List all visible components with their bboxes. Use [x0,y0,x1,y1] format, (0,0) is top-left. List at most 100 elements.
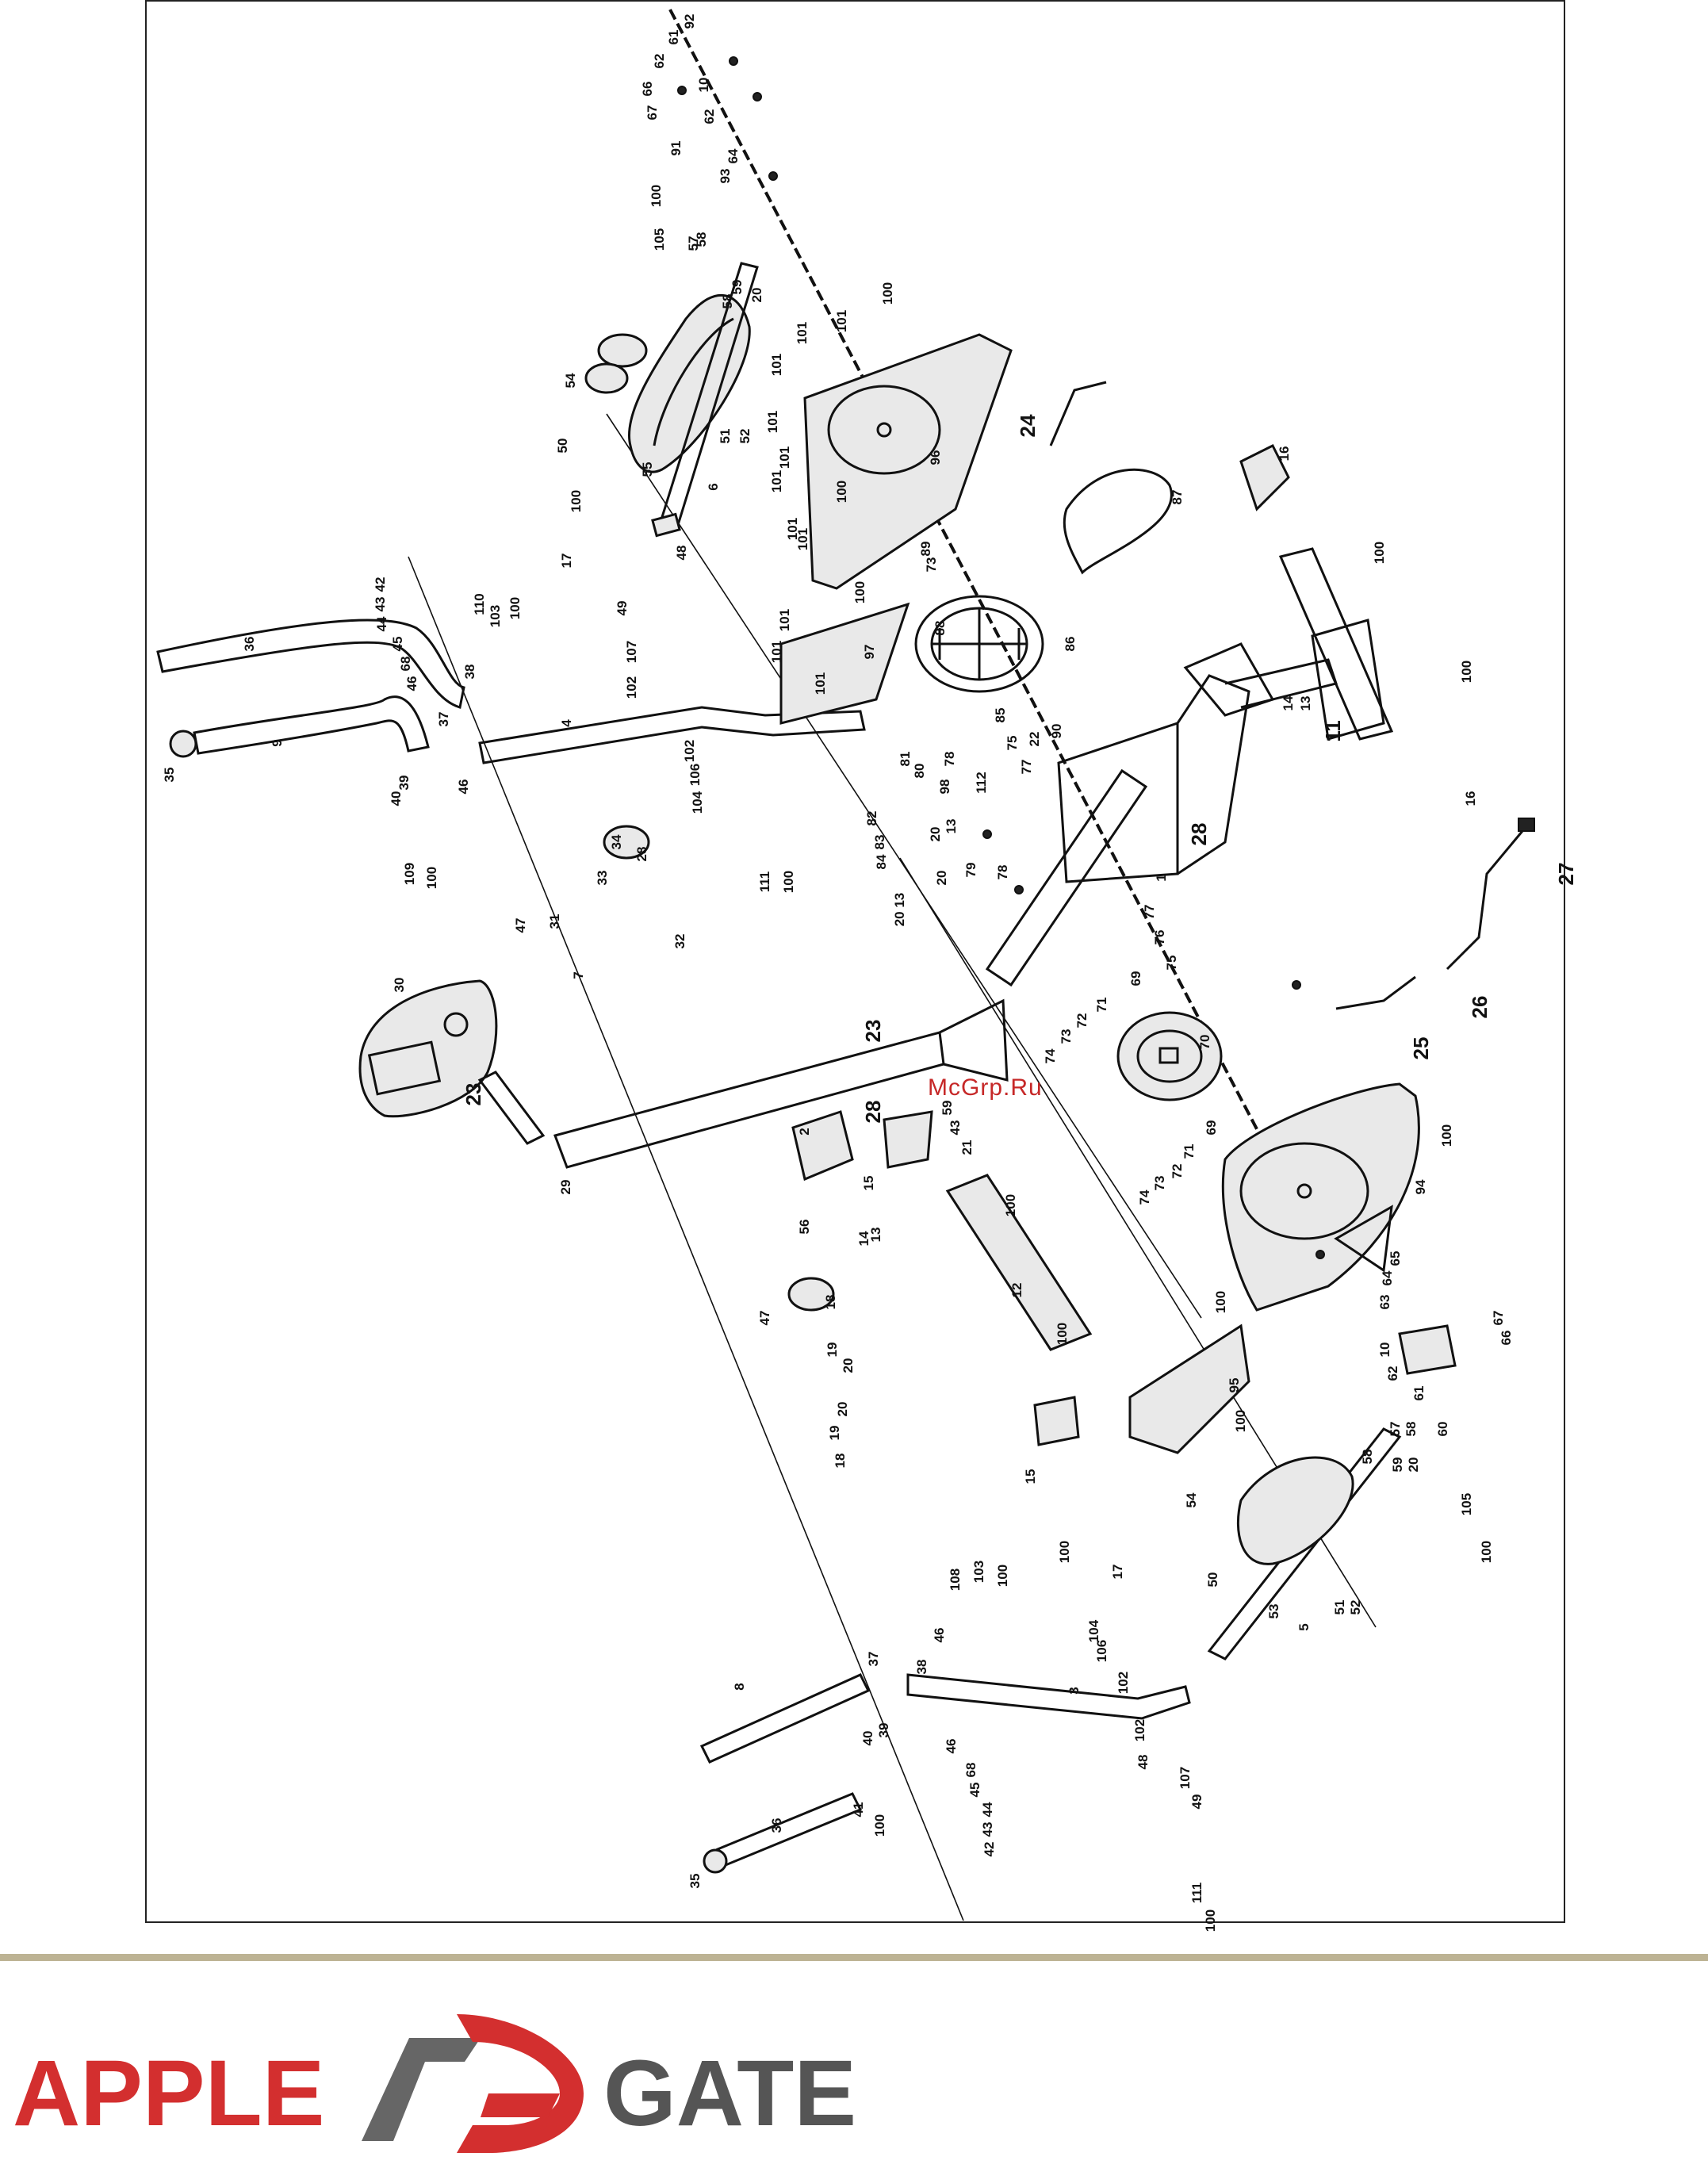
part-callout-c100a: 100 [649,185,664,207]
seat-55 [584,293,751,473]
part-callout-c77a: 77 [1019,760,1034,775]
part-callout-c104b: 104 [1086,1619,1101,1642]
part-callout-c77b: 77 [1142,905,1157,920]
foot-covers [791,1110,1080,1446]
part-callout-c4: 4 [559,719,574,727]
part-callout-c28a: 28 [1187,823,1211,846]
part-callout-c38b: 38 [914,1660,929,1675]
part-callout-c15a: 15 [861,1176,876,1191]
part-callout-c79: 79 [963,863,978,878]
part-callout-c42a: 42 [373,577,388,592]
part-callout-c81: 81 [898,752,913,767]
diagram-svg: 9261621066676291649310010557585920581011… [156,9,1578,1932]
part-callout-c39b: 39 [876,1723,891,1738]
part-callout-c50b: 50 [1205,1572,1220,1588]
part-callout-c104a: 104 [690,791,705,814]
part-callout-c46c: 46 [932,1628,947,1643]
console-mast-23 [477,1071,546,1145]
part-callout-c64a: 64 [726,148,741,163]
part-callout-c100f: 100 [852,581,867,603]
part-callout-c100q: 100 [1057,1541,1072,1563]
part-callout-c12: 12 [1009,1283,1024,1298]
part-callout-c18a: 18 [823,1295,838,1310]
part-callout-c109: 109 [402,863,417,885]
end-caps-16 [1239,443,1457,1375]
fasteners [677,56,1325,1259]
part-callout-c38a: 38 [462,665,477,680]
part-callout-c100p: 100 [1479,1541,1494,1563]
part-callout-c62c: 62 [1385,1366,1400,1381]
part-callout-c110: 110 [472,593,487,615]
part-callout-c49b: 49 [1189,1795,1204,1810]
part-callout-c83: 83 [872,835,887,850]
part-callout-c84: 84 [874,854,889,869]
brand-logo: APPLE GATE [13,2006,885,2157]
part-callout-c68a: 68 [398,657,413,672]
part-callout-c52b: 52 [1348,1600,1363,1615]
part-callout-c108: 108 [948,1569,963,1591]
part-callout-c51a: 51 [718,429,733,444]
part-callout-c72a: 72 [1074,1013,1090,1028]
part-callout-c103a: 103 [488,605,503,627]
part-callout-c106b: 106 [1094,1640,1109,1662]
part-callout-c69a: 69 [1128,971,1143,986]
part-callout-c74a: 74 [1043,1048,1058,1063]
part-callout-c61a: 61 [666,30,681,45]
part-callout-c100d: 100 [1372,542,1387,564]
part-callout-c102b: 102 [682,740,697,762]
part-callout-c86: 86 [1063,637,1078,652]
part-callout-c43c: 43 [980,1822,995,1837]
part-callout-c100j: 100 [1459,661,1474,683]
part-callout-c16b: 16 [1463,791,1478,806]
part-callout-c13c: 13 [868,1228,883,1243]
part-callout-c66b: 66 [1499,1331,1514,1346]
part-callout-c3: 3 [1067,1687,1082,1694]
part-callout-c101c: 101 [769,354,784,376]
part-callout-c88: 88 [933,621,948,636]
part-callout-c6: 6 [706,483,721,490]
part-callout-c27: 27 [1554,863,1578,886]
part-callout-c14a: 14 [1281,695,1296,711]
part-callout-c76: 76 [1152,930,1167,945]
part-callout-c94: 94 [1413,1179,1428,1194]
part-callout-c107b: 107 [1178,1767,1193,1789]
part-callout-c35b: 35 [687,1874,703,1889]
part-callout-c7: 7 [571,971,586,979]
part-callout-c20c: 20 [934,871,949,886]
part-callout-c10a: 10 [696,78,711,93]
part-callout-c47b: 47 [757,1311,772,1326]
part-callout-c62b: 62 [702,109,717,124]
part-callout-c31: 31 [547,914,562,929]
part-callout-c46a: 46 [404,676,419,691]
part-callout-c105b: 105 [1459,1493,1474,1515]
part-callout-c101a: 101 [795,322,810,344]
part-callout-c100b: 100 [880,282,895,305]
part-callout-c101d: 101 [765,411,780,433]
part-callout-c34: 34 [609,834,624,849]
part-callout-c67b: 67 [1491,1311,1506,1326]
part-callout-c102a: 102 [624,676,639,699]
part-callout-c57b: 57 [1388,1422,1403,1437]
part-callout-c28c: 28 [861,1101,885,1124]
part-callout-c100n: 100 [1213,1291,1228,1313]
part-callout-c37a: 37 [436,712,451,727]
part-callout-c87: 87 [1170,490,1185,505]
part-callout-c45b: 45 [967,1783,982,1798]
part-callout-c1: 1 [1154,874,1169,881]
part-callout-c23a: 23 [461,1083,485,1106]
part-callout-c11: 11 [1321,720,1345,742]
part-callout-c2013: 20 13 [892,893,907,927]
part-callout-c75b: 75 [1164,956,1179,971]
part-callout-c62a: 62 [652,54,667,69]
part-callout-c59b: 59 [940,1101,955,1116]
part-callout-c100o: 100 [1233,1410,1248,1432]
part-callout-c51b: 51 [1332,1600,1347,1615]
part-callout-c47a: 47 [513,918,528,933]
part-callout-c13b: 13 [944,819,959,834]
part-callout-c101g: 101 [785,518,800,540]
part-callout-c101j: 101 [769,641,784,663]
part-callout-c101f: 101 [769,470,784,492]
part-callout-c14b: 14 [856,1231,871,1246]
part-callout-c17a: 17 [559,553,574,569]
part-callout-c40b: 40 [860,1731,875,1746]
